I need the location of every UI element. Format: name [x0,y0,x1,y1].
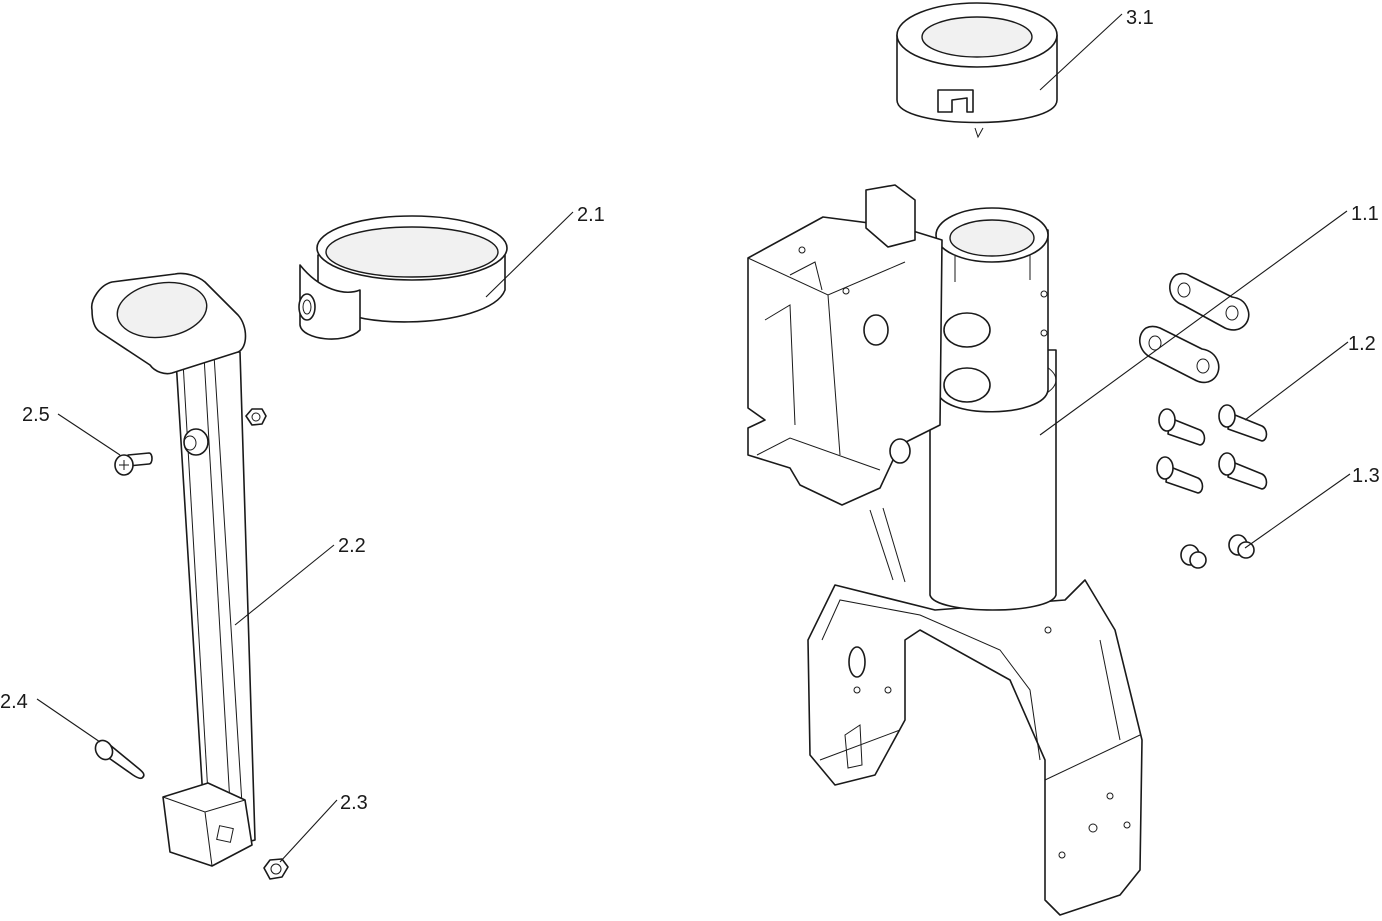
leader-2-5 [57,413,121,456]
label-1-3: 1.3 [1352,465,1380,487]
label-2-1: 2.1 [577,204,605,226]
part-1-2-link-plates [1139,272,1250,384]
part-2-2-lever-arm [90,272,256,867]
label-1-2: 1.2 [1348,333,1376,355]
leader-2-2 [234,544,335,626]
part-2-5-screw [114,452,153,476]
leader-lines [36,13,1351,863]
label-2-2: 2.2 [338,535,366,557]
leader-2-4 [36,698,101,743]
part-labels: 3.1 2.1 1.1 1.2 1.3 2.2 2.5 2.4 2.3 [0,7,1380,814]
leader-2-3 [279,799,338,863]
label-3-1: 3.1 [1126,7,1154,29]
label-2-4: 2.4 [0,691,28,713]
part-2-4-bolt [94,739,145,780]
part-2-3-nut [263,858,289,880]
part-2-1-clamp-band [298,215,508,340]
label-2-5: 2.5 [22,404,50,426]
leader-1-2 [1244,341,1349,421]
leader-3-1 [1039,13,1123,91]
leader-1-1 [1039,210,1348,436]
leader-2-1 [485,211,574,298]
part-3-1-ring [896,2,1058,139]
part-1-1-headtube-assembly [747,184,1143,916]
label-2-3: 2.3 [340,792,368,814]
part-1-2-pins [1156,404,1268,494]
part-1-3-rivets [1180,534,1255,569]
part-nut-upper [245,408,267,426]
leader-1-3 [1244,473,1351,549]
label-1-1: 1.1 [1351,203,1379,225]
